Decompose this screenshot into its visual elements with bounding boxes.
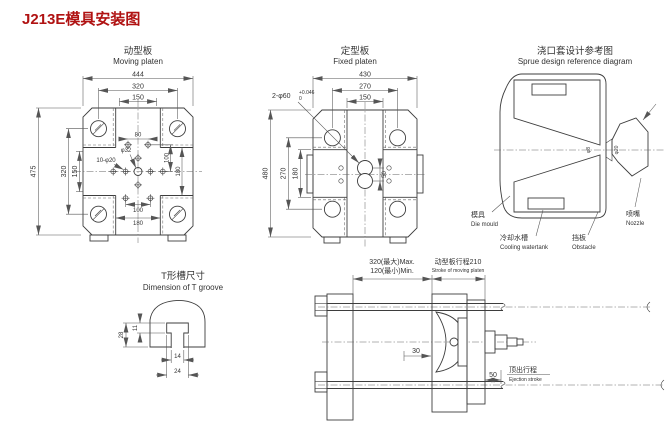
tie-bars: [318, 301, 665, 391]
dim-50-group: 50 顶出行程 Ejection stroke: [485, 365, 550, 384]
dim-min-open: 120(最小)Min.: [370, 266, 414, 275]
dim-50: 50: [382, 171, 388, 178]
dim-100b: 100: [133, 208, 144, 214]
dims-left: 480 270 180: [263, 109, 322, 238]
dim-150h: 150: [132, 95, 144, 102]
dim-180b: 180: [133, 221, 144, 227]
moving-platen-drawing: 动型板 Moving platen: [31, 45, 202, 243]
label-eject-cn: 顶出行程: [509, 365, 537, 374]
label-tol-up: +0.046: [299, 90, 315, 96]
dim-orifice: φ8: [586, 147, 592, 153]
label-tol-dn: 0: [299, 96, 302, 102]
rear-platen: [314, 293, 354, 421]
callout-cooling: 冷却水槽 Cooling watertank: [500, 209, 549, 251]
dim-430: 430: [359, 72, 371, 79]
dim-270h: 270: [359, 84, 371, 91]
callout-nozzle: 喷嘴 Nozzle: [626, 177, 645, 227]
dim-max-open: 320(最大)Max.: [369, 257, 415, 266]
dim-80: 80: [135, 133, 142, 139]
ejector-hub: [435, 311, 468, 373]
callout-die: 模具 Die mould: [471, 195, 511, 228]
label-nozzle-cn: 喷嘴: [626, 209, 640, 218]
machine-side-view: 320(最大)Max. 120(最小)Min. 动型板行程210 Stroke …: [314, 257, 665, 421]
page-title: J213E模具安装图: [22, 11, 141, 28]
dim-14: 14: [174, 354, 181, 360]
label-eject-en: Ejection stroke: [509, 377, 542, 383]
sprue-hole-callout: 2-φ60 +0.046 0 50: [272, 90, 388, 191]
dim-28: 28: [119, 331, 125, 338]
label-cooling-en: Cooling watertank: [500, 245, 549, 251]
label-obstacle-en: Obstacle: [572, 245, 596, 251]
fixed-platen-outline: [306, 109, 424, 244]
dim-50: 50: [489, 372, 497, 379]
moving-platen-title-cn: 动型板: [124, 45, 153, 57]
dim-24: 24: [174, 369, 181, 375]
dim-nozzle-tip: φ20: [614, 145, 620, 154]
label-center-hole: φ32: [121, 148, 132, 154]
dim-30-group: 30: [403, 348, 431, 361]
sprue-title-en: Sprue design reference diagram: [518, 57, 633, 66]
sprue-diagram: 浇口套设计参考图 Sprue design reference diagram …: [471, 45, 664, 251]
dim-180v: 180: [176, 166, 182, 177]
t-groove-drawing: T形槽尺寸 Dimension of T groove 28 11 14 24: [119, 270, 224, 378]
label-stroke-cn: 动型板行程210: [435, 257, 482, 266]
channel-and-slot-lines: [313, 110, 417, 237]
dim-320h: 320: [132, 84, 144, 91]
die-block: [499, 73, 613, 219]
dim-270v: 270: [281, 168, 288, 180]
dims: 28 11 14 24: [119, 313, 199, 378]
label-cooling-cn: 冷却水槽: [500, 233, 528, 242]
dim-150w: 150: [359, 95, 371, 102]
dim-444: 444: [132, 72, 144, 79]
nozzle-shape: [611, 103, 657, 177]
tie-bar-holes: [90, 120, 186, 223]
label-nozzle-en: Nozzle: [626, 221, 645, 227]
label-2-d60: 2-φ60: [272, 93, 291, 100]
callout-obstacle: 挡板 Obstacle: [572, 211, 599, 251]
fixed-platen-drawing: 定型板 Fixed platen: [263, 45, 425, 247]
dim-11: 11: [133, 324, 139, 331]
cooling-channel-top: [531, 83, 567, 96]
tie-bar-holes: [323, 129, 407, 218]
mounting-holes: [108, 140, 168, 203]
dims-top: 444 320 150: [82, 72, 194, 119]
dims-left: 475 320 150: [31, 107, 88, 236]
dim-475: 475: [31, 166, 38, 178]
dim-100v: 100: [165, 152, 171, 163]
t-groove-title-en: Dimension of T groove: [143, 283, 224, 292]
cooling-channel-bottom: [527, 197, 565, 210]
label-die-cn: 模具: [471, 210, 485, 219]
fixed-platen-title-cn: 定型板: [341, 45, 370, 57]
t-groove-section: [149, 299, 206, 348]
sprue-seat: [605, 138, 613, 162]
label-10-holes: 10-φ20: [96, 158, 116, 164]
dim-30: 30: [412, 348, 420, 355]
t-slot-cavity: [166, 322, 189, 348]
sprue-holes: [338, 160, 392, 189]
moving-platen-outline: [82, 107, 194, 242]
t-groove-title-cn: T形槽尺寸: [161, 270, 205, 282]
fixed-platen-title-en: Fixed platen: [333, 57, 377, 66]
ejector-rod: [484, 330, 524, 354]
dim-150v: 150: [72, 166, 79, 178]
moving-platen-title-en: Moving platen: [113, 57, 163, 66]
dims-top: 430 270 150: [312, 72, 418, 128]
dims-top: [352, 275, 486, 300]
label-obstacle-cn: 挡板: [572, 233, 586, 242]
dim-180band: 180: [293, 168, 300, 180]
dim-480: 480: [263, 168, 270, 180]
sprue-title-cn: 浇口套设计参考图: [537, 45, 613, 57]
label-die-en: Die mould: [471, 222, 498, 228]
dims-inner: 80 10-φ20 φ32 100 180 100 180: [96, 133, 185, 227]
label-stroke-en: Stroke of moving platen: [432, 268, 485, 274]
dim-320v: 320: [61, 166, 68, 178]
